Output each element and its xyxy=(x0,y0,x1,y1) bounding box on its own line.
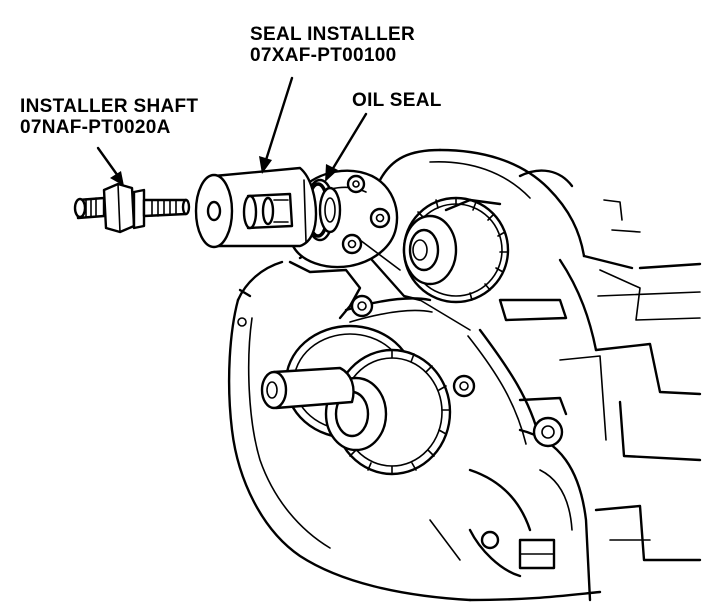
engine-block xyxy=(227,148,702,602)
upper-gear xyxy=(402,196,510,304)
installer-shaft xyxy=(73,182,191,234)
oil-seal-label: OIL SEAL xyxy=(352,90,442,111)
installer-shaft-name: INSTALLER SHAFT xyxy=(20,96,199,117)
seal-installer-name: SEAL INSTALLER xyxy=(250,24,416,45)
seal-installer-part-number: 07XAF-PT00100 xyxy=(250,45,397,66)
oil-seal-name: OIL SEAL xyxy=(352,90,442,111)
seal-installer-tool xyxy=(194,166,318,249)
leader-arrows xyxy=(96,76,368,186)
engine-details xyxy=(237,199,641,578)
installer-shaft-part-number: 07NAF-PT0020A xyxy=(20,117,171,138)
crankshaft-gear xyxy=(260,324,564,476)
installer-shaft-label: INSTALLER SHAFT 07NAF-PT0020A xyxy=(20,96,198,138)
seal-installer-label: SEAL INSTALLER 07XAF-PT00100 xyxy=(250,24,415,66)
